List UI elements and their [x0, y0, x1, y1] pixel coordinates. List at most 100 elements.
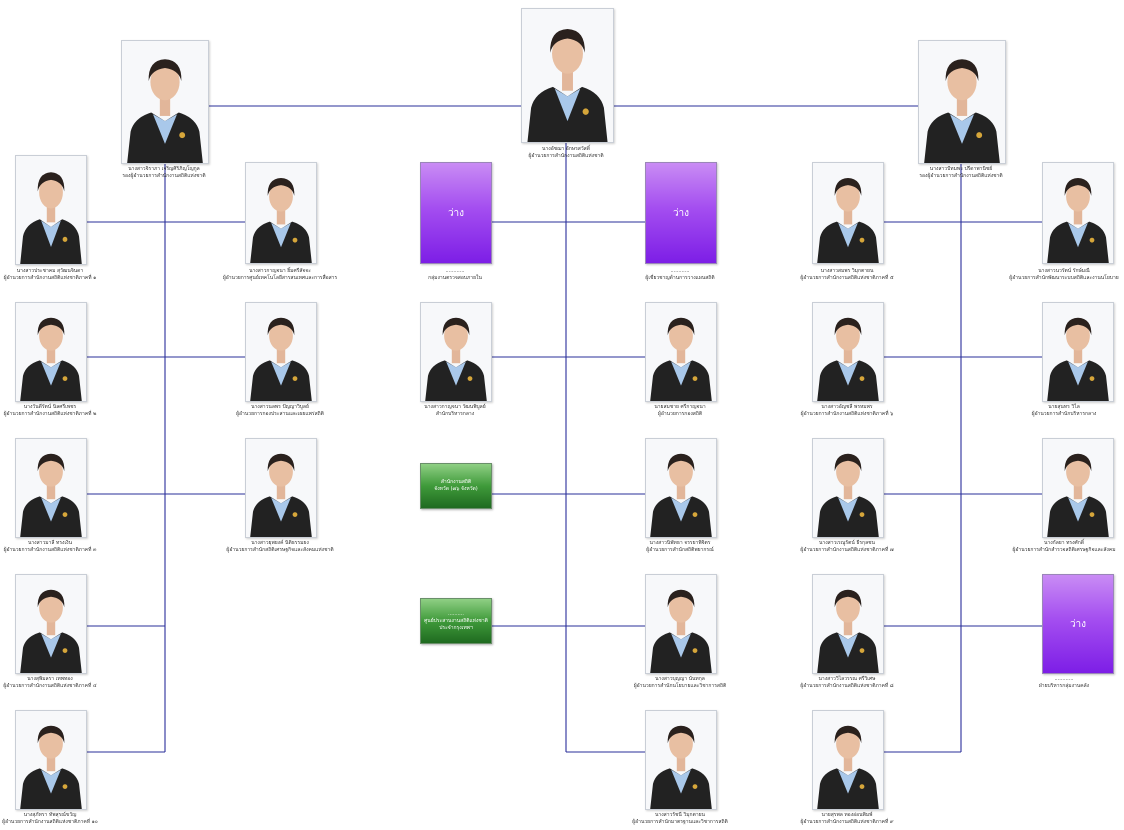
unit-line: จังหวัด (๗๖ จังหวัด): [434, 486, 478, 492]
person-role: ผู้อำนวยการสำนักงานสถิติแห่งชาติภาคที่ ๑…: [2, 819, 98, 825]
person-role: ผู้อำนวยการสำนักงานสถิติแห่งชาติภาคที่ ๑: [3, 275, 97, 281]
deputy-right-role: รองผู้อำนวยการสำนักงานสถิติแห่งชาติ: [919, 173, 1003, 179]
unit-line: สำนักงานสถิติ: [440, 479, 472, 485]
deputy-left-role: รองผู้อำนวยการสำนักงานสถิติแห่งชาติ: [122, 173, 206, 179]
portrait-silhouette: [817, 178, 879, 263]
portrait-silhouette: [817, 725, 879, 809]
left-outer-photo-5: [15, 710, 87, 810]
right-outer-caption-2: นายสุนทร วิไล ผู้อำนวยการสำนักบริหารกลาง: [1004, 404, 1124, 418]
person-name: นางสาวสมพร วิมุกตายน: [820, 268, 874, 274]
person-role: ผู้อำนวยการกองสถิติ: [657, 411, 703, 417]
person-name: นางสาวบุญญา นันทกุล: [655, 676, 705, 682]
portrait-silhouette: [650, 453, 712, 537]
vacant-role: กลุ่มงานตรวจสอบภายใน: [428, 275, 482, 281]
portrait-silhouette: [924, 59, 1000, 163]
person-name: นางสาวนวรัตน์ รักษ์มณี: [1038, 268, 1090, 274]
center-right-photo-1: [645, 302, 717, 402]
director-caption: นางอัชฌา อักษรสวัสดิ์ ผู้อำนวยการสำนักงา…: [486, 146, 646, 160]
vacant-label: ว่าง: [447, 207, 465, 219]
vacant-box-center-right: ว่าง: [645, 162, 717, 264]
right-inner-caption-4: นางสาววิไลวรรณ ศรีวิเศษ ผู้อำนวยการสำนัก…: [782, 676, 912, 690]
person-role: ผู้อำนวยการสำนักงานสถิติแห่งชาติภาคที่ ๙: [800, 819, 894, 825]
person-role: ผู้อำนวยการสำนักนโยบายและวิชาการสถิติ: [633, 683, 727, 689]
right-inner-photo-2: [812, 302, 884, 402]
portrait-silhouette: [20, 589, 82, 673]
portrait-silhouette: [20, 725, 82, 809]
person-name: นางสาวรัชนี วิมุกตายน: [655, 812, 705, 818]
vacant-dots: ............: [670, 268, 690, 274]
person-name: นางสาวนิพัทธา จรรยาพิจิตร: [649, 540, 711, 546]
person-name: นางวันดีรัตน์ นิลศรีเพชร: [23, 404, 77, 410]
center-right-photo-2: [645, 438, 717, 538]
vacant-role: ฝ่ายบริหารกลุ่มงานคลัง: [1038, 683, 1090, 689]
portrait-silhouette: [527, 28, 608, 142]
portrait-silhouette: [20, 317, 82, 401]
center-right-caption-3: นางสาวบุญญา นันทกุล ผู้อำนวยการสำนักนโยบ…: [610, 676, 750, 690]
left-outer-caption-5: นางสุภัทรา ทัพสุรณ์ขวัญ ผู้อำนวยการสำนัก…: [0, 812, 100, 826]
right-inner-photo-4: [812, 574, 884, 674]
right-inner-caption-1: นางสาวสมพร วิมุกตายน ผู้อำนวยการสำนักงาน…: [782, 268, 912, 282]
right-inner-caption-3: นางสาวเรณูรัตน์ ธีรกุลชน ผู้อำนวยการสำนั…: [782, 540, 912, 554]
center-right-caption-1: นายสมชาย ศรีกาญจนา ผู้อำนวยการกองสถิติ: [610, 404, 750, 418]
person-name: นางสาวประชาคม สุวัฒนจินดา: [16, 268, 84, 274]
vacant-label: ว่าง: [1069, 618, 1087, 630]
portrait-silhouette: [425, 317, 487, 401]
unit-box-bangkok: .......... ศูนย์ประสานงานสถิติแห่งชาติ ป…: [420, 598, 492, 644]
person-role: สำนักบริหารกลาง: [435, 411, 475, 417]
right-inner-photo-3: [812, 438, 884, 538]
director-name: นางอัชฌา อักษรสวัสดิ์: [542, 146, 590, 152]
vacant-label: ว่าง: [672, 207, 690, 219]
right-inner-caption-5: นายสุรพล ทองอ่อนพิมพ์ ผู้อำนวยการสำนักงา…: [782, 812, 912, 826]
person-role: ผู้อำนวยการสำนักสถิติพยากรณ์: [646, 547, 714, 553]
portrait-silhouette: [250, 453, 312, 537]
person-name: นางสาววิไลวรรณ ศรีวิเศษ: [818, 676, 876, 682]
portrait-silhouette: [250, 317, 312, 401]
person-role: ผู้อำนวยการสำนักพัฒนาระบบสถิติและงานนโยบ…: [1009, 275, 1119, 281]
portrait-silhouette: [20, 453, 82, 537]
person-name: นางสุภัทรา ทัพสุรณ์ขวัญ: [23, 812, 77, 818]
right-outer-photo-1: [1042, 162, 1114, 264]
portrait-silhouette: [1047, 178, 1109, 263]
right-outer-photo-3: [1042, 438, 1114, 538]
person-role: ผู้อำนวยการสำนักบริหารกลาง: [1031, 411, 1097, 417]
person-role: ผู้อำนวยการศูนย์เทคโนโลยีสารสนเทศและการส…: [222, 275, 338, 281]
person-name: นางสาวกาญจนา ยิ้มศรีสัจจะ: [249, 268, 311, 274]
vacant-dots: ............: [445, 268, 465, 274]
person-role: ผู้อำนวยการสำนักงานสถิติแห่งชาติภาคที่ ๓: [3, 547, 97, 553]
vacant-caption-center-left: ............ กลุ่มงานตรวจสอบภายใน: [395, 268, 515, 282]
director-photo: [521, 8, 614, 143]
deputy-right-photo: [918, 40, 1006, 164]
portrait-silhouette: [817, 589, 879, 673]
right-outer-photo-2: [1042, 302, 1114, 402]
deputy-left-photo: [121, 40, 209, 164]
portrait-silhouette: [650, 589, 712, 673]
person-role: ผู้อำนวยการสำนักสำรวจสถิติเศรษฐกิจและสัง…: [1012, 547, 1116, 553]
person-role: ผู้อำนวยการสำนักงานสถิติแห่งชาติภาคที่ ๔: [3, 683, 97, 689]
right-outer-caption-1: นางสาวนวรัตน์ รักษ์มณี ผู้อำนวยการสำนักพ…: [1004, 268, 1124, 282]
person-name: นายสมชาย ศรีกาญจนา: [654, 404, 706, 410]
portrait-silhouette: [250, 178, 312, 263]
center-right-caption-4: นางสาวรัชนี วิมุกตายน ผู้อำนวยการสำนักมา…: [610, 812, 750, 826]
vacant-box-right-outer: ว่าง: [1042, 574, 1114, 674]
portrait-silhouette: [817, 453, 879, 537]
person-name: นางสาวอัญชลี พรหมพร: [821, 404, 873, 410]
portrait-silhouette: [817, 317, 879, 401]
center-left-caption-1: นางสาวกาญจนา วัฒนพิบูลย์ สำนักบริหารกลาง: [395, 404, 515, 418]
person-name: นางสุพิมลรา เทพทอง: [27, 676, 73, 682]
person-role: ผู้อำนวยการสำนักงานสถิติแห่งชาติภาคที่ ๘: [800, 683, 894, 689]
left-outer-caption-4: นางสุพิมลรา เทพทอง ผู้อำนวยการสำนักงานสถ…: [0, 676, 100, 690]
right-outer-caption-3: นางกัลยา ทรงศักดิ์ ผู้อำนวยการสำนักสำรวจ…: [1004, 540, 1124, 554]
left-inner-photo-2: [245, 302, 317, 402]
vacant-caption-right-outer: ............ ฝ่ายบริหารกลุ่มงานคลัง: [1004, 676, 1124, 690]
person-role: ผู้อำนวยการสำนักงานสถิติแห่งชาติภาคที่ ๖: [800, 411, 894, 417]
person-role: ผู้อำนวยการสำนักงานสถิติแห่งชาติภาคที่ ๒: [3, 411, 97, 417]
director-role: ผู้อำนวยการสำนักงานสถิติแห่งชาติ: [528, 153, 604, 159]
left-outer-caption-1: นางสาวประชาคม สุวัฒนจินดา ผู้อำนวยการสำน…: [0, 268, 100, 282]
portrait-silhouette: [1047, 453, 1109, 537]
person-name: นางสาวมาลี ทรงเงิน: [27, 540, 73, 546]
person-name: นายสุนทร วิไล: [1048, 404, 1080, 410]
person-name: นางสาวยุพยงค์ นิติธรรมยง: [251, 540, 309, 546]
deputy-right-name: นางสาวปัทมพร ปรีดาพานิชย์: [929, 166, 993, 172]
deputy-left-caption: นางสาวจิราภา เจริญศิริภิญโญกูล รองผู้อำน…: [94, 166, 234, 180]
